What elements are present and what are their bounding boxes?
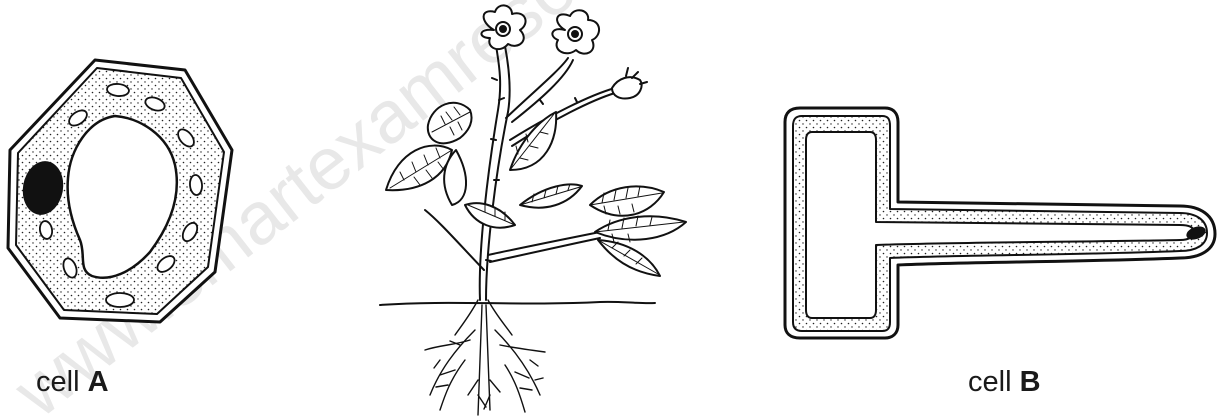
cell-a-diagram	[8, 60, 232, 322]
ground-line	[380, 302, 655, 305]
plant-roots	[425, 300, 545, 415]
cell-b-label-letter: B	[1020, 366, 1041, 398]
cell-b-label: cell B	[968, 366, 1041, 399]
cell-a-label-prefix: cell	[36, 366, 88, 398]
cell-b-label-prefix: cell	[968, 366, 1020, 398]
cell-a-label-letter: A	[88, 366, 109, 398]
flower-right	[552, 10, 599, 53]
plant-diagram	[380, 5, 686, 415]
cell-b-diagram	[785, 108, 1215, 338]
leaves	[386, 103, 686, 276]
flower-left	[481, 5, 525, 49]
flower-bud	[612, 68, 647, 99]
cell-a-label: cell A	[36, 366, 109, 399]
cell-b-vacuole	[806, 132, 1194, 318]
